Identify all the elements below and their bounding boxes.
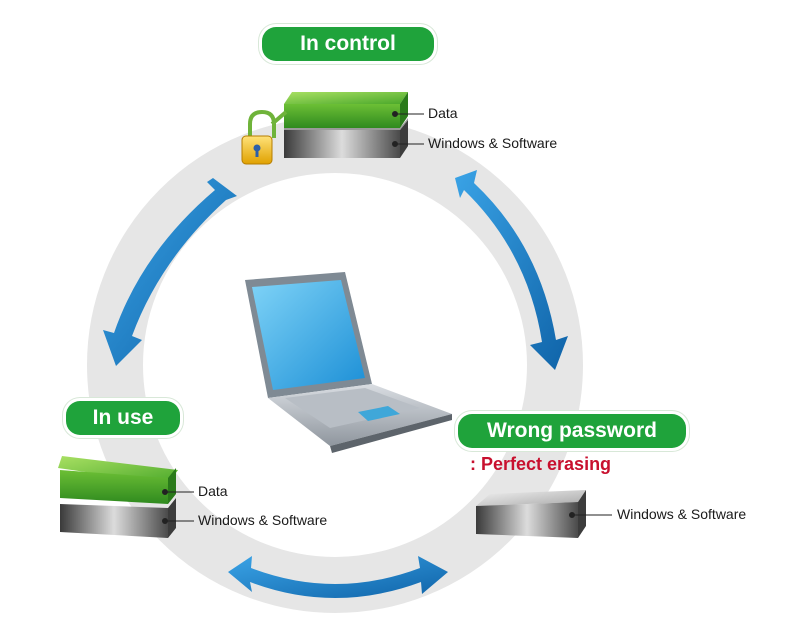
left-system-block-icon — [60, 498, 176, 538]
arrow-right-icon — [455, 170, 568, 370]
top-system-block-icon — [284, 118, 408, 158]
in-use-data-label: Data — [198, 483, 228, 499]
wrong-password-note: : Perfect erasing — [470, 454, 612, 474]
top-data-block-icon — [284, 92, 408, 128]
leader-lines — [162, 111, 612, 524]
in-use-system-label: Windows & Software — [198, 512, 328, 528]
left-data-block-icon — [60, 468, 176, 504]
arrow-bottom-icon — [228, 556, 448, 598]
right-system-block-icon — [476, 490, 586, 538]
state-title-in-control: In control — [262, 27, 434, 61]
arrow-left-icon — [103, 178, 237, 366]
laptop-icon — [245, 272, 452, 453]
in-control-data-label: Data — [428, 105, 458, 121]
wrong-password-system-label: Windows & Software — [617, 506, 747, 522]
padlock-icon — [241, 109, 288, 165]
in-control-system-label: Windows & Software — [428, 135, 558, 151]
state-title-wrong-password: Wrong password — [458, 414, 686, 448]
state-title-in-use: In use — [66, 401, 180, 435]
